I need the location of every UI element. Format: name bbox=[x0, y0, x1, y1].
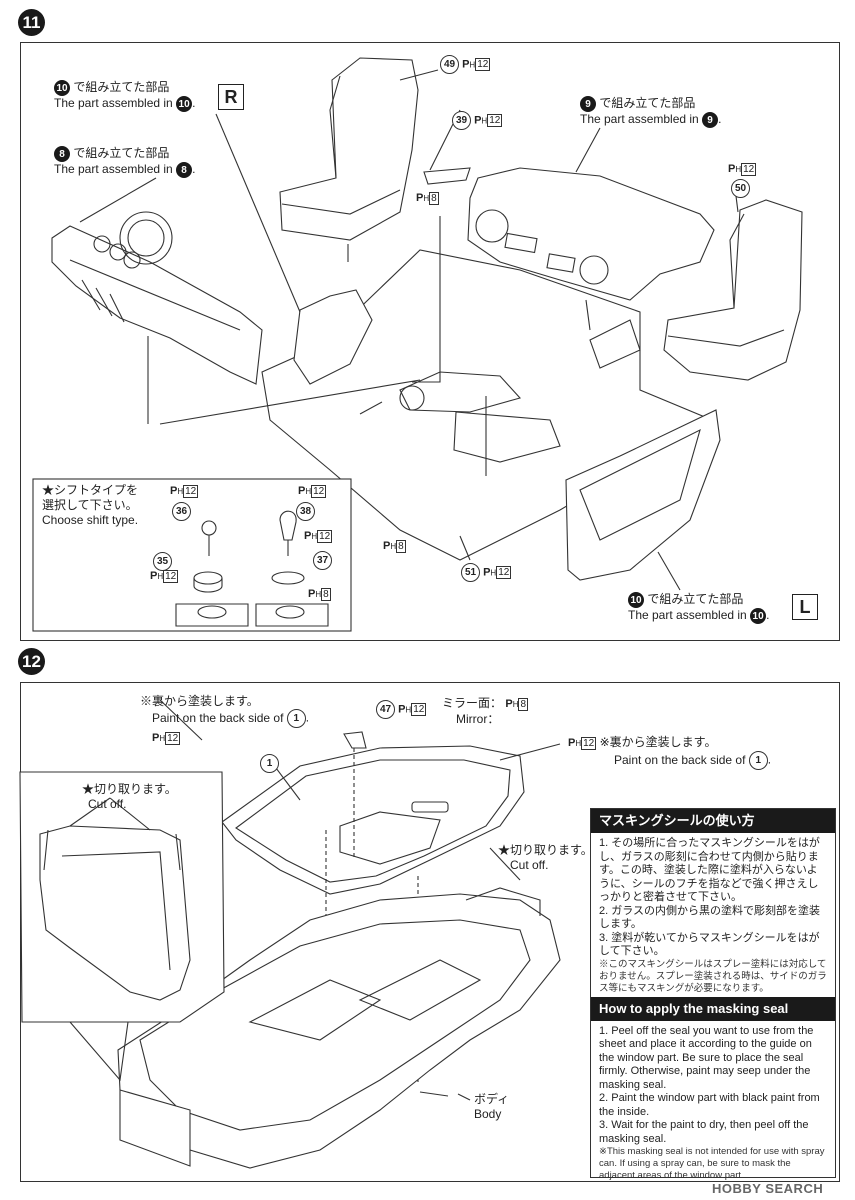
l-side-box: L bbox=[792, 594, 818, 620]
masking-title-jp: マスキングシールの使い方 bbox=[591, 809, 835, 833]
part-1-label: 1 bbox=[260, 754, 279, 773]
masking-steps-jp: 1. その場所に合ったマスキングシールをはがし、ガラスの彫刻に合わせて内側から貼… bbox=[599, 837, 827, 994]
body-label: ボディ Body bbox=[474, 1092, 510, 1121]
callout-assembled-10-r: 10 で組み立てた部品 The part assembled in 10. bbox=[54, 80, 196, 112]
masking-steps-en: 1. Peel off the seal you want to use fro… bbox=[599, 1024, 825, 1182]
callout-assembled-10-l: 10 で組み立てた部品 The part assembled in 10. bbox=[628, 592, 770, 624]
shift-type-note: ★シフトタイプを 選択して下さい。 Choose shift type. bbox=[42, 483, 139, 527]
cutoff-note-2: ★切り取ります。 Cut off. bbox=[498, 843, 593, 872]
part-37-label: 37 bbox=[313, 551, 332, 570]
r-side-box: R bbox=[218, 84, 244, 110]
callout-assembled-8: 8 で組み立てた部品 The part assembled in 8. bbox=[54, 146, 196, 178]
part-50-label: 50 bbox=[731, 179, 750, 198]
part-38-label: 38 bbox=[296, 502, 315, 521]
step-12-number: 12 bbox=[18, 648, 45, 675]
ref-10-icon: 10 bbox=[54, 80, 70, 96]
part-35-label: 35 bbox=[153, 552, 172, 571]
callout-assembled-9: 9 で組み立てた部品 The part assembled in 9. bbox=[580, 96, 722, 128]
watermark: HOBBY SEARCH bbox=[712, 1181, 824, 1196]
cutoff-note-1: ★切り取ります。 Cut off. bbox=[82, 782, 177, 811]
masking-title-en: How to apply the masking seal bbox=[591, 996, 835, 1021]
back-paint-note-1: ※裏から塗装します。 Paint on the back side of 1. bbox=[140, 694, 309, 728]
step-11-number: 11 bbox=[18, 9, 45, 36]
part-36-label: 36 bbox=[172, 502, 191, 521]
masking-seal-box: マスキングシールの使い方 1. その場所に合ったマスキングシールをはがし、ガラス… bbox=[590, 808, 836, 1181]
